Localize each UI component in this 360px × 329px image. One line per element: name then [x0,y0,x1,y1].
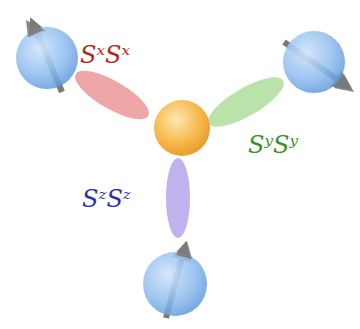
z-coupling-label: SᶻSᶻ [82,186,131,212]
z-bond [166,158,190,238]
spin-site [16,27,78,89]
arrow-tip [26,20,44,37]
x-bond [69,62,156,128]
spin-site [283,31,345,93]
spin-site [143,252,207,316]
central-site [154,100,210,156]
y-bond [202,68,290,135]
x-coupling-label: SˣSˣ [80,42,130,68]
y-coupling-label: SʸSʸ [248,132,298,158]
arrow-tip [176,241,192,259]
arrow-tip [334,74,354,92]
